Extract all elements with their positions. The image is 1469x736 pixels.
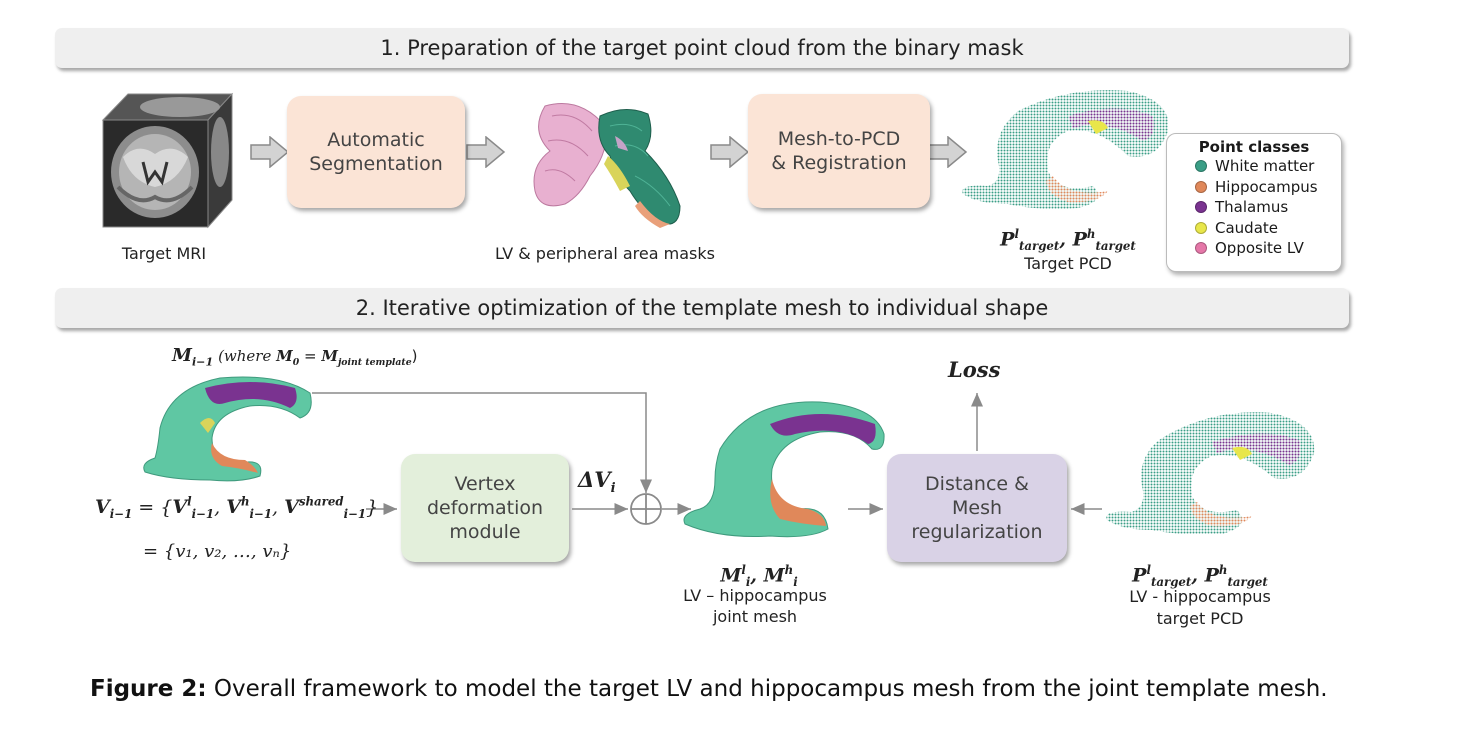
legend-dot (1195, 221, 1207, 234)
vertex-deformation-label: Vertex deformation module (426, 473, 544, 543)
target-pcd2-label-1: LV - hippocampus (1129, 587, 1271, 606)
point-classes-legend: Point classes White matter Hippocampus T… (1166, 133, 1342, 272)
legend-dot (1195, 180, 1207, 193)
arrow-icon (250, 136, 290, 168)
mesh-to-pcd-label: Mesh-to-PCD & Registration (771, 128, 907, 174)
legend-dot (1195, 242, 1207, 255)
legend-dot (1195, 201, 1207, 214)
pcd2-math-label: Pltarget, Phtarget (1132, 563, 1268, 590)
target-pcd2-image (1106, 412, 1315, 535)
automatic-segmentation-label: Automatic Segmentation (309, 129, 443, 175)
joint-mesh-image (683, 401, 885, 538)
joint-mesh-label-1: LV – hippocampus (683, 586, 827, 605)
legend-item: White matter (1195, 156, 1341, 177)
loss-label: Loss (948, 357, 1001, 382)
segmentation-masks-image (533, 103, 681, 228)
plus-circle-icon (630, 493, 662, 525)
legend-item: Thalamus (1195, 197, 1341, 218)
section1-banner: 1. Preparation of the target point cloud… (55, 28, 1349, 68)
m-prev-label: Mi−1 (where M0 = Mjoint template) (172, 345, 418, 369)
target-pcd2-label-2: target PCD (1156, 609, 1244, 628)
section1-title: 1. Preparation of the target point cloud… (380, 36, 1024, 60)
section2-banner: 2. Iterative optimization of the templat… (55, 288, 1349, 328)
target-pcd-label: Target PCD (1024, 254, 1112, 273)
joint-mesh-label-2: joint mesh (712, 607, 798, 626)
arrow-icon (466, 136, 506, 168)
delta-v-label: ΔVi (578, 467, 616, 497)
arrow-icon (928, 136, 968, 168)
mesh-to-pcd-box: Mesh-to-PCD & Registration (748, 94, 930, 208)
v-prev-label: Vi−1 = {Vli−1, Vhi−1, Vsharedi−1} (95, 495, 379, 522)
mri-cube-image (101, 92, 234, 229)
arrow-icon (710, 136, 750, 168)
automatic-segmentation-box: Automatic Segmentation (287, 96, 465, 208)
masks-label: LV & peripheral area masks (495, 244, 715, 263)
pcd-math-label: Pltarget, Phtarget (1000, 227, 1136, 254)
joint-mesh-math-label: Mli, Mhi (720, 563, 798, 590)
caption-text: Overall framework to model the target LV… (206, 676, 1328, 702)
legend-dot (1195, 160, 1207, 173)
distance-regularization-label: Distance & Mesh regularization (911, 473, 1043, 543)
caption-prefix: Figure 2: (90, 676, 207, 702)
target-pcd-image (962, 90, 1169, 209)
vertex-deformation-box: Vertex deformation module (401, 454, 569, 562)
legend-title: Point classes (1198, 138, 1310, 156)
distance-regularization-box: Distance & Mesh regularization (887, 454, 1067, 562)
target-mri-label: Target MRI (121, 244, 207, 263)
figure-caption: Figure 2: Overall framework to model the… (90, 676, 1328, 702)
legend-item: Hippocampus (1195, 177, 1341, 198)
v-elements-label: = {v₁, v₂, …, vₙ} (143, 541, 292, 562)
legend-item: Opposite LV (1195, 238, 1341, 259)
template-mesh-image (143, 376, 312, 482)
legend-item: Caudate (1195, 218, 1341, 239)
section2-title: 2. Iterative optimization of the templat… (355, 296, 1049, 320)
